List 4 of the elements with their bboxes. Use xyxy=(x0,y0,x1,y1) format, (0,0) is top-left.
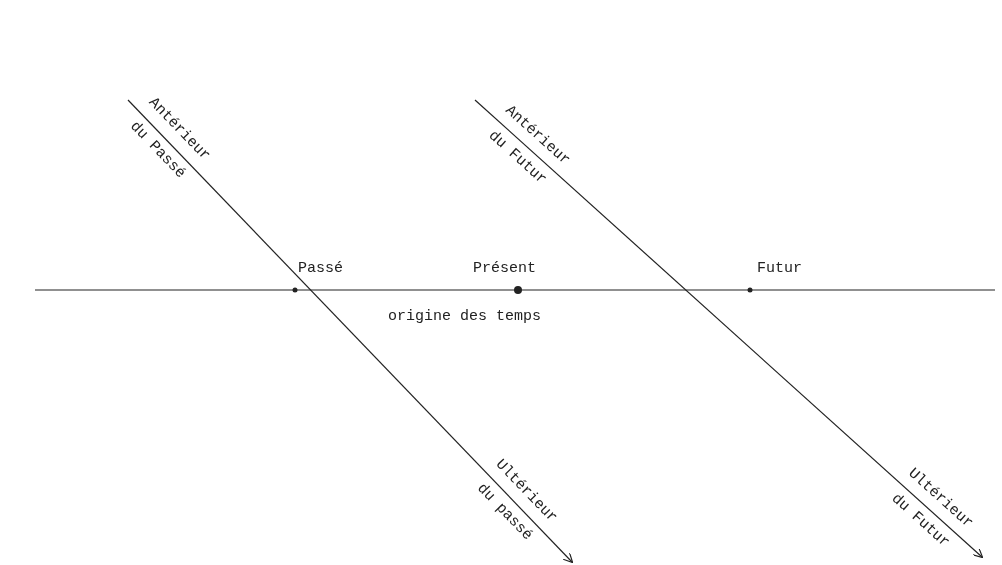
point-label: Passé xyxy=(298,260,343,277)
point-label: Présent xyxy=(473,260,536,277)
point-label: Futur xyxy=(757,260,802,277)
caption-text: origine des temps xyxy=(388,308,542,325)
